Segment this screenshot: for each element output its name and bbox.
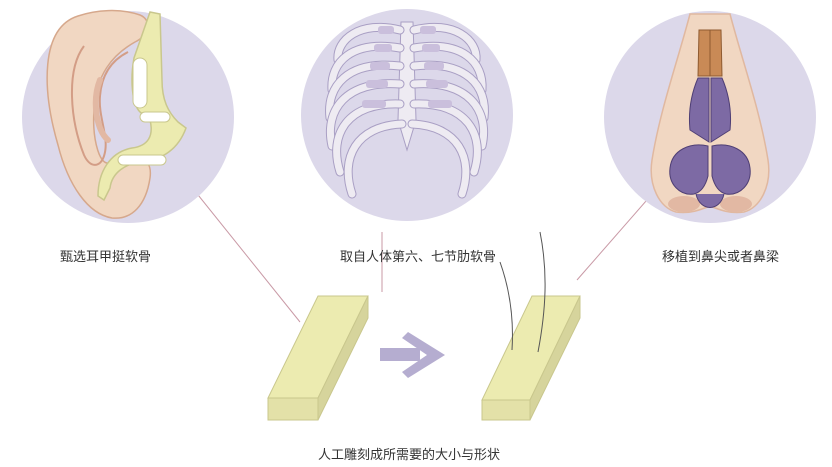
ear-label: 甄选耳甲挺软骨 [60,250,152,265]
carving-label: 人工雕刻成所需要的大小与形状 [318,448,501,463]
ribcage-illustration [301,9,513,221]
nose-label: 移植到鼻尖或者鼻梁 [662,250,780,265]
carving-line [537,231,546,353]
nose-illustration [604,11,816,223]
carved-cartilage-block-final [481,295,581,421]
ear-illustration [22,9,234,223]
rib-label: 取自人体第六、七节肋软骨 [340,250,497,265]
right-arrow-icon [380,332,445,378]
carving-line-2 [499,261,513,351]
carved-cartilage-block-raw [267,295,369,421]
